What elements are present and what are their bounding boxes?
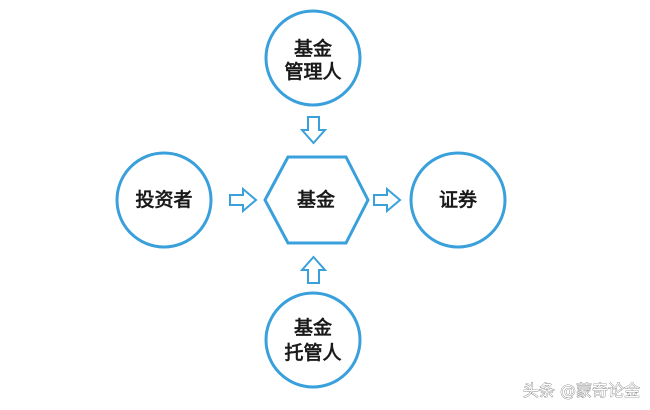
fund-custodian-label-line2: 托管人: [284, 341, 342, 364]
fund-manager-node: 基金 管理人: [264, 9, 362, 107]
fund-node: 基金: [263, 155, 370, 245]
fund-custodian-circle: [264, 291, 362, 389]
securities-label: 证券: [439, 188, 478, 211]
investor-label: 投资者: [135, 188, 192, 211]
fund-manager-label-line2: 管理人: [284, 60, 342, 83]
fund-manager-circle: [264, 9, 362, 107]
fund-manager-label-line1: 基金: [293, 37, 333, 60]
fund-custodian-label-line1: 基金: [293, 316, 333, 339]
arrow-right-icon-investor-to-fund: [229, 186, 258, 214]
securities-node: 证券: [409, 151, 507, 249]
watermark-text: 头条 @蒙奇论金: [523, 381, 640, 400]
arrow-right-icon-fund-to-securities: [373, 186, 402, 214]
securities-circle: [409, 151, 507, 249]
arrow-up-icon: [299, 255, 328, 284]
fund-custodian-node: 基金 托管人: [264, 291, 362, 389]
fund-hexagon: [263, 155, 370, 245]
investor-circle: [115, 151, 213, 249]
arrow-down-icon: [299, 116, 328, 145]
investor-node: 投资者: [115, 151, 213, 249]
fund-label: 基金: [296, 188, 336, 211]
